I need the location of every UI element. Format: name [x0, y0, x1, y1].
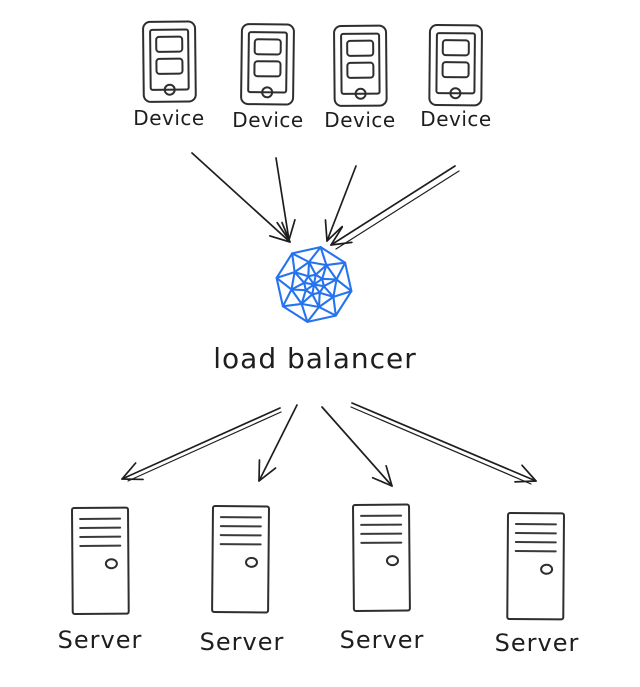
- device-icon-2: [240, 23, 295, 106]
- device-label-4: Device: [420, 107, 491, 131]
- arrow-device1-to-loadbalancer: [191, 152, 291, 243]
- device-icon-1: [142, 20, 197, 103]
- arrow-loadbalancer-to-server3: [321, 406, 393, 487]
- server-icon-4: [506, 512, 565, 621]
- device-label-1: Device: [133, 106, 204, 130]
- server-icon-2: [211, 505, 270, 614]
- server-label-4: Server: [495, 629, 580, 657]
- arrow-loadbalancer-to-server1: [121, 407, 281, 481]
- arrow-device4-overdraw-stroke: [335, 170, 460, 250]
- load-balancer-label: load balancer: [213, 342, 417, 375]
- device-icon-4: [428, 24, 483, 107]
- device-icon-3: [333, 24, 388, 107]
- server-label-2: Server: [200, 628, 285, 656]
- server-label-1: Server: [58, 626, 143, 654]
- arrow-loadbalancer-to-server4: [351, 402, 537, 483]
- device-label-2: Device: [232, 108, 303, 132]
- device-label-3: Device: [324, 108, 395, 132]
- arrow-loadbalancer-to-server2: [258, 404, 298, 482]
- server-icon-1: [71, 506, 130, 615]
- server-label-3: Server: [340, 626, 425, 654]
- server-icon-3: [352, 503, 411, 612]
- arrow-device3-to-loadbalancer: [324, 165, 357, 242]
- arrow-device2-to-loadbalancer: [275, 157, 296, 241]
- arrow-server4-overdraw-stroke: [350, 406, 532, 485]
- arrow-device4-to-loadbalancer: [330, 165, 456, 246]
- arrow-server1-overdraw-stroke: [127, 411, 282, 482]
- load-balancer-icon: [275, 246, 353, 323]
